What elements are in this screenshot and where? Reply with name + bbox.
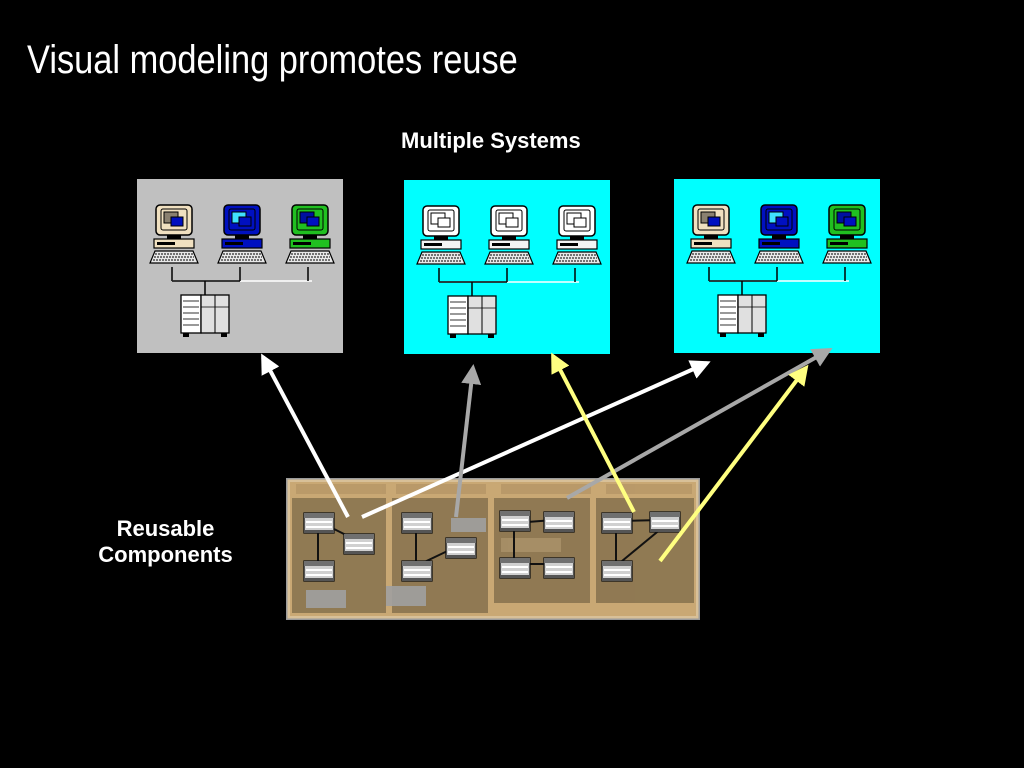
component-node [649,511,681,533]
server-icon [180,294,230,337]
reusable-label-line2: Components [98,542,233,567]
component-node [303,512,335,534]
workstation-icon [416,205,466,265]
workstation-icon [552,205,602,265]
reusable-components-label: Reusable Components [83,516,248,568]
server-icon [717,294,767,337]
component-node [601,560,633,582]
workstation-icon [822,204,872,264]
system-2-diagram [416,205,602,338]
arrow-gray-to-system-3 [566,348,833,500]
system-panel-2 [404,180,610,354]
component-node [401,560,433,582]
workstation-icon [754,204,804,264]
workstation-icon [686,204,736,264]
component-node [303,560,335,582]
reusable-label-line1: Reusable [116,516,215,541]
component-node [601,512,633,534]
workstation-icon [285,204,335,264]
component-node [499,510,531,532]
system-3-diagram [686,204,872,337]
component-node [543,511,575,533]
component-node [401,512,433,534]
component-node [445,537,477,559]
component-node [343,533,375,555]
slide-title: Visual modeling promotes reuse [27,38,518,82]
server-icon [447,295,497,338]
workstation-icon [484,205,534,265]
workstation-icon [217,204,267,264]
component-node [499,557,531,579]
reusable-components-diagram [286,478,700,620]
system-panel-1 [137,179,343,353]
system-1-diagram [149,204,335,337]
workstation-icon [149,204,199,264]
component-node [543,557,575,579]
multiple-systems-label: Multiple Systems [401,128,581,153]
system-panel-3 [674,179,880,353]
